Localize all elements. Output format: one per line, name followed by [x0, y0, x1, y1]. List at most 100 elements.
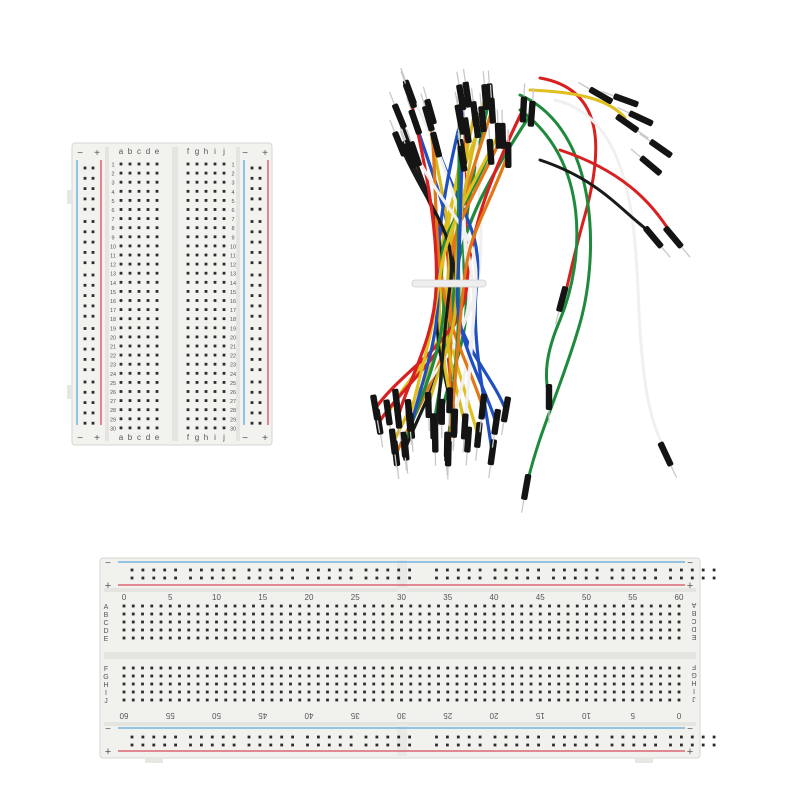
hole [557, 666, 561, 670]
hole [326, 612, 329, 616]
hole [222, 199, 226, 202]
hole [141, 690, 144, 694]
jumper-wire [518, 108, 579, 394]
wire-connector [519, 83, 528, 123]
hole [204, 262, 208, 266]
hole [622, 674, 625, 678]
rail-hole [712, 735, 716, 739]
rail-hole [504, 735, 508, 739]
wire-connector [521, 473, 532, 513]
rail-hole [174, 743, 177, 747]
rail-minus-label: − [242, 433, 248, 444]
column-number-30: 30 [397, 593, 406, 602]
hole [548, 636, 551, 640]
hole [213, 262, 217, 266]
hole [575, 636, 579, 640]
hole [205, 628, 209, 632]
rail-hole [408, 735, 411, 739]
center-channel [172, 147, 178, 441]
hole [131, 612, 135, 616]
connector-housing [403, 82, 417, 109]
rail-hole [250, 358, 254, 361]
hole [400, 682, 403, 686]
rail-hole [258, 368, 262, 372]
rail-hole [375, 576, 379, 580]
hole [427, 636, 431, 640]
wire-connector [444, 440, 452, 480]
hole [204, 226, 208, 230]
hole [566, 690, 570, 694]
hole [261, 636, 265, 640]
hole [119, 299, 123, 302]
row-letter-C: C [103, 620, 108, 627]
row-number-13: 13 [230, 272, 236, 278]
hole [677, 636, 681, 640]
hole [204, 189, 208, 193]
hole [631, 604, 635, 608]
hole [128, 408, 132, 412]
rail-hole [250, 251, 254, 254]
connector-pin [496, 109, 499, 123]
connector-pin [554, 311, 560, 325]
rail-hole [258, 347, 262, 351]
hole [186, 280, 190, 284]
hole [363, 612, 366, 616]
hole [178, 682, 181, 686]
hole [119, 353, 123, 357]
hole [150, 628, 154, 632]
rail-plus-label: + [687, 746, 693, 758]
rail-hole [91, 166, 95, 170]
hole [566, 636, 570, 640]
hole [585, 612, 588, 616]
connector-housing [383, 399, 393, 426]
rail-hole [446, 735, 449, 739]
hole [372, 674, 376, 678]
hole [446, 698, 450, 702]
hole [335, 698, 339, 702]
hole [390, 666, 394, 670]
hole [649, 604, 653, 608]
rail-hole [210, 576, 214, 580]
rail-hole [250, 347, 254, 351]
hole [195, 171, 199, 175]
connector-housing [456, 84, 467, 111]
hole [640, 674, 644, 678]
hole [298, 682, 302, 686]
hole [205, 620, 209, 624]
hole [137, 199, 141, 202]
hole [437, 628, 440, 632]
hole [146, 217, 150, 220]
row-number-20: 20 [110, 335, 116, 341]
hole [548, 690, 551, 694]
rail-hole [317, 576, 320, 580]
hole [594, 636, 598, 640]
hole [187, 620, 191, 624]
row-number-17: 17 [110, 308, 116, 314]
hole [557, 612, 561, 616]
hole [186, 253, 190, 257]
connector-housing [649, 139, 673, 158]
hole [204, 299, 208, 302]
hole [511, 682, 514, 686]
hole [603, 698, 607, 702]
hole [261, 698, 265, 702]
hole [418, 666, 422, 670]
hole [594, 698, 598, 702]
hole [222, 244, 226, 248]
hole [307, 674, 311, 678]
hole [204, 162, 208, 166]
hole [222, 280, 226, 284]
hole [511, 666, 514, 670]
hole [178, 636, 181, 640]
connector-pin [488, 465, 492, 479]
hole [222, 362, 226, 366]
hole [242, 666, 246, 670]
hole [187, 690, 191, 694]
hole [400, 698, 403, 702]
hole [455, 690, 459, 694]
rail-hole [291, 735, 294, 739]
hole [205, 636, 209, 640]
hole [119, 244, 123, 248]
connector-pin [637, 130, 649, 139]
hole [557, 636, 561, 640]
